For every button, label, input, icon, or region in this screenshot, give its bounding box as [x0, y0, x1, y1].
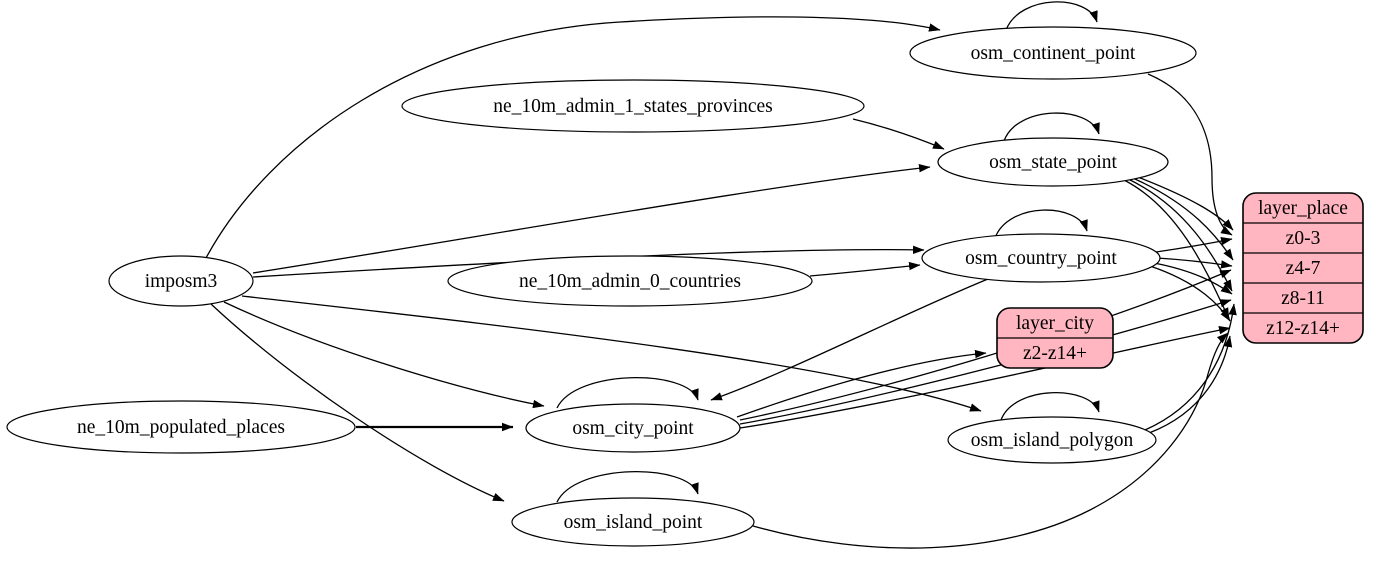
node-osm_country_point: osm_country_point [921, 233, 1161, 283]
node-osm_country_point-shape [921, 233, 1161, 283]
edge-loop-osm_country_point [994, 209, 1088, 239]
edge-layer [205, 1, 1237, 549]
edge-osm_island_polygon-layer_place-z8-11 [1144, 303, 1237, 431]
edge-osm_island_polygon-layer_place-z12-z14 [1148, 335, 1233, 434]
node-osm_continent_point-shape [909, 26, 1197, 80]
edge-loop-osm_island_polygon [1000, 392, 1100, 421]
record-layer_place-box [1242, 192, 1364, 344]
edge-loop-osm_state_point [1003, 112, 1100, 142]
node-ne_10m_populated_places-shape [6, 400, 356, 454]
edge-imposm3-osm_continent_point [205, 16, 941, 259]
record-layer_city-row-z2-z14: z2-z14+ [1023, 343, 1087, 364]
node-osm_island_polygon-shape [947, 416, 1157, 464]
node-imposm3: imposm3 [108, 255, 254, 307]
node-osm_island_point-shape [511, 497, 755, 547]
node-imposm3-shape [108, 255, 254, 307]
edge-ne_10m_admin_1_states_provinces-osm_state_point [852, 118, 945, 150]
record-layer_city: layer_city z2-z14+ [996, 307, 1114, 369]
edge-osm_state_point-layer_place-z8-11 [1125, 177, 1233, 292]
record-layer_place-row-z8-11: z8-11 [1281, 288, 1325, 309]
record-layer_place-row-z0-3: z0-3 [1286, 228, 1321, 249]
node-ne_10m_admin_0_countries-label: ne_10m_admin_0_countries [519, 271, 741, 292]
node-osm_island_point: osm_island_point [511, 497, 755, 547]
edge-osm_city_point-layer_place-z12-z14 [739, 326, 1231, 429]
node-ne_10m_populated_places-label: ne_10m_populated_places [77, 417, 285, 438]
node-osm_state_point-label: osm_state_point [989, 152, 1117, 173]
node-osm_state_point: osm_state_point [937, 137, 1169, 187]
node-osm_city_point-shape [525, 403, 741, 453]
node-ne_10m_admin_1_states_provinces: ne_10m_admin_1_states_provinces [401, 79, 865, 133]
edge-imposm3-osm_state_point [252, 164, 931, 274]
edge-osm_country_point-layer_place-z4-7 [1156, 257, 1233, 269]
edge-osm_city_point-layer_place-z4-7 [739, 269, 1232, 421]
edge-osm_state_point-layer_place-z0-3 [1129, 173, 1234, 231]
record-layer_place: layer_place z0-3 z4-7 z8-11 z12-z14+ [1242, 192, 1364, 344]
edge-loop-osm_island_point [556, 471, 699, 503]
edge-osm_continent_point-layer_place-z0-3 [1147, 73, 1233, 236]
record-layer_place-title: layer_place [1258, 198, 1348, 219]
edge-osm_country_point-osm_city_point [710, 278, 989, 401]
edge-imposm3-osm_city_point [223, 301, 545, 409]
node-osm_state_point-shape [937, 137, 1169, 187]
edge-osm_country_point-layer_place-z8-11 [1153, 262, 1233, 295]
node-osm_country_point-label: osm_country_point [965, 248, 1117, 269]
edge-osm_city_point-layer_place-z8-11 [739, 299, 1232, 425]
node-ne_10m_admin_0_countries: ne_10m_admin_0_countries [447, 255, 813, 307]
edge-osm_state_point-layer_place-z4-7 [1127, 175, 1234, 261]
node-ne_10m_admin_0_countries-shape [447, 255, 813, 307]
edge-imposm3-osm_island_polygon [241, 295, 982, 412]
node-osm_island_polygon-label: osm_island_polygon [971, 430, 1134, 451]
node-osm_island_point-label: osm_island_point [564, 512, 703, 533]
node-osm_island_polygon: osm_island_polygon [947, 416, 1157, 464]
record-layer_place-row-z12-z14: z12-z14+ [1266, 318, 1340, 339]
node-ne_10m_admin_1_states_provinces-shape [401, 79, 865, 133]
node-imposm3-label: imposm3 [145, 271, 218, 292]
record-layer_place-row-z4-7: z4-7 [1286, 258, 1321, 279]
edge-imposm3-osm_island_point [210, 303, 505, 502]
node-ne_10m_populated_places: ne_10m_populated_places [6, 400, 356, 454]
node-ne_10m_admin_1_states_provinces-label: ne_10m_admin_1_states_provinces [493, 96, 772, 117]
node-osm_continent_point-label: osm_continent_point [971, 43, 1136, 64]
edge-osm_country_point-layer_place-z0-3 [1155, 237, 1233, 253]
edge-loop-osm_city_point [556, 377, 699, 409]
edge-osm_city_point-layer_city-z2-z14 [736, 349, 987, 418]
edge-ne_10m_admin_0_countries-osm_country_point [809, 261, 921, 277]
edge-osm_island_point-layer_place-z12-z14 [752, 332, 1229, 549]
record-layer_city-title: layer_city [1016, 313, 1094, 334]
node-osm_continent_point: osm_continent_point [909, 26, 1197, 80]
node-osm_city_point: osm_city_point [525, 403, 741, 453]
node-osm_city_point-label: osm_city_point [572, 418, 694, 439]
edge-loop-osm_continent_point [1005, 1, 1098, 31]
